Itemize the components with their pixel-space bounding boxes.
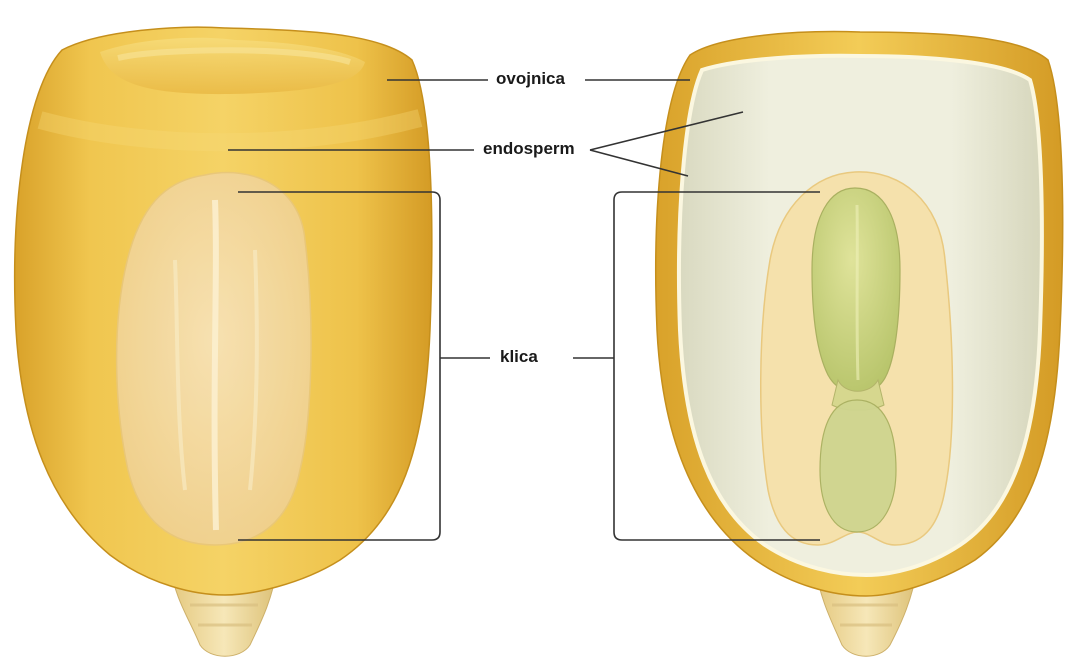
right-kernel [656,32,1063,657]
endosperm-label: endosperm [477,139,581,159]
germ-label: klica [494,347,544,367]
husk-label: ovojnica [490,69,571,89]
left-kernel [15,27,432,656]
right-kernel-embryo-radicle [820,400,896,532]
